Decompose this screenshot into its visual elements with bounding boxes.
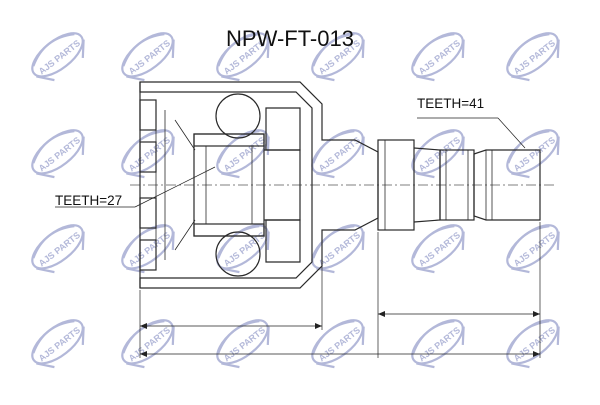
leader-lines — [55, 117, 526, 208]
watermark-logo: AJS PARTS — [499, 216, 569, 281]
output-stub-shaft — [377, 139, 541, 231]
teeth-left-label: TEETH=27 — [55, 193, 122, 208]
watermark-logo: AJS PARTS — [114, 311, 184, 376]
watermark-logo: AJS PARTS — [404, 24, 474, 89]
watermark-logo: AJS PARTS — [404, 311, 474, 376]
watermark-logo: AJS PARTS — [24, 121, 94, 186]
watermark-logo: AJS PARTS — [114, 121, 184, 186]
watermark-logo: AJS PARTS — [404, 121, 474, 186]
watermark-logo: AJS PARTS — [209, 216, 279, 281]
watermark-logo: AJS PARTS — [209, 311, 279, 376]
part-number-title: NPW-FT-013 — [226, 26, 354, 51]
watermark-logo: AJS PARTS — [499, 311, 569, 376]
dimension-lines — [139, 222, 541, 358]
watermark-logo: AJS PARTS — [24, 311, 94, 376]
watermark-logo: AJS PARTS — [304, 121, 374, 186]
teeth-right-label: TEETH=41 — [417, 96, 484, 111]
tripod-assembly — [174, 93, 301, 277]
watermark-logo: AJS PARTS — [209, 121, 279, 186]
watermark-logo: AJS PARTS — [304, 311, 374, 376]
watermark-logo: AJS PARTS — [24, 216, 94, 281]
watermark-logo: AJS PARTS — [404, 216, 474, 281]
watermark-logo: AJS PARTS — [499, 24, 569, 89]
watermark-logo: AJS PARTS — [24, 24, 94, 89]
watermark-logo: AJS PARTS — [114, 24, 184, 89]
